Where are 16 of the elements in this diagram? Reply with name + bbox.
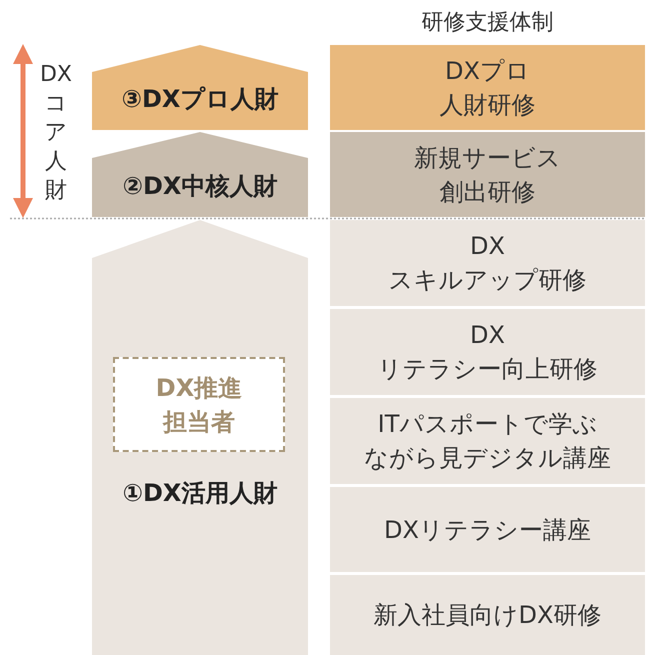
side-label: DXコア人財 [38,61,73,205]
tier-block [92,220,308,655]
tier-label: ②DX中核人財 [122,171,278,202]
training-box: 新入社員向けDX研修 [330,575,645,655]
training-box: DXリテラシー向上研修 [330,309,645,395]
training-box: ITパスポートで学ぶながら見デジタル講座 [330,398,645,484]
training-box: 新規サービス創出研修 [330,132,645,217]
training-box: DXプロ人財研修 [330,45,645,130]
tier-block [92,132,308,217]
dashed-box: DX推進担当者 [113,357,285,452]
tier-label: ①DX活用人財 [122,478,278,509]
column-heading: 研修支援体制 [420,9,554,37]
tier-label: ③DXプロ人財 [120,84,280,115]
tier-block [92,45,308,130]
training-box: DXリテラシー講座 [330,487,645,572]
training-box: DXスキルアップ研修 [330,220,645,306]
